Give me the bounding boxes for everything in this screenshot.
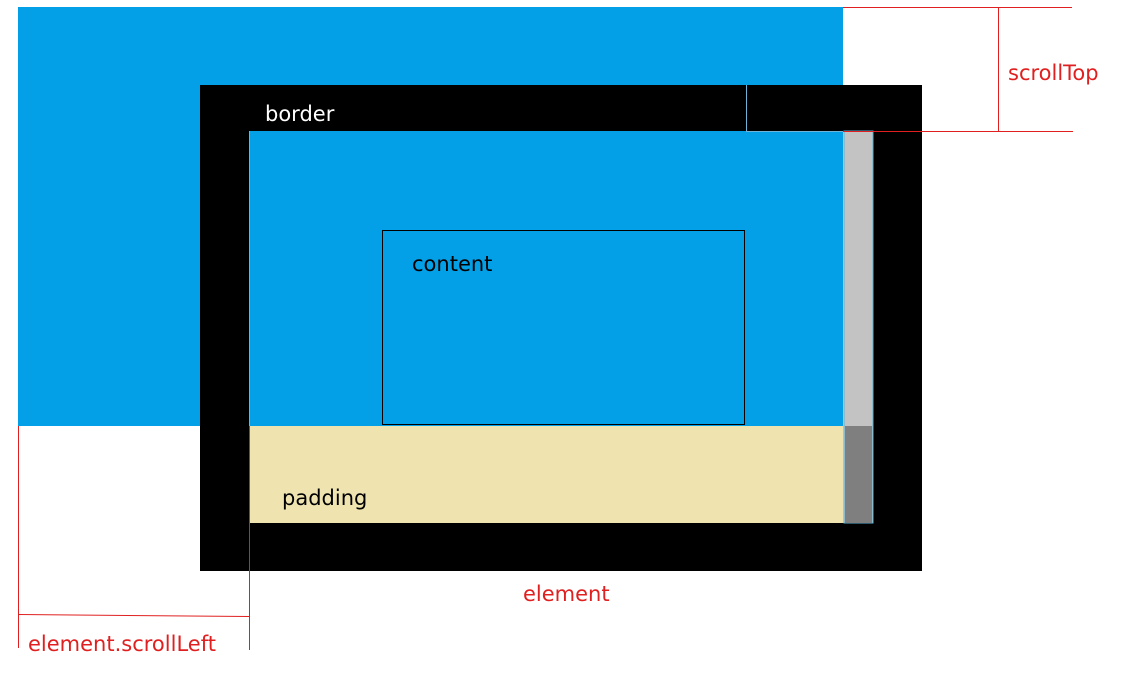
padding-label: padding — [282, 486, 367, 510]
scroll-top-label: scrollTop — [1008, 61, 1099, 85]
scrollbar-thumb — [845, 426, 872, 523]
scrolled-content-area — [18, 7, 843, 426]
border-top-strip — [200, 85, 922, 131]
scroll-left-label: element.scrollLeft — [28, 632, 216, 656]
content-box — [382, 230, 745, 425]
border-left-strip — [200, 85, 250, 426]
content-label: content — [412, 252, 492, 276]
element-label: element — [523, 582, 610, 606]
scroll-left-horizontal — [18, 614, 250, 617]
border-label: border — [265, 102, 335, 126]
